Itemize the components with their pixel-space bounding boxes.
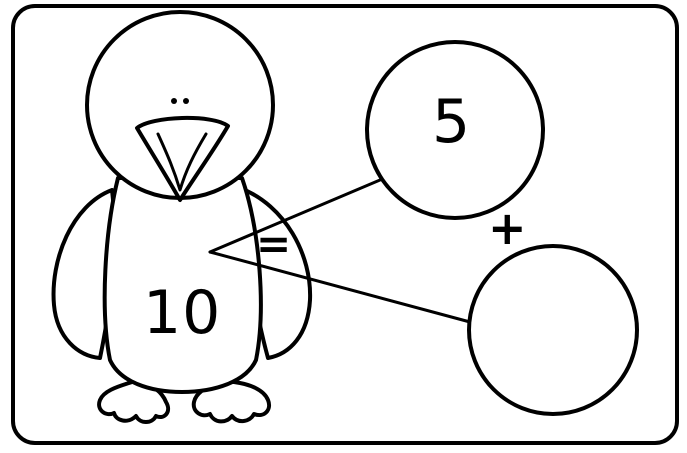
total-number: 10 [143,283,221,343]
penguin-illustration [54,12,311,422]
penguin-eye-right [183,98,189,104]
equals-sign: = [256,223,291,265]
given-part-number: 5 [432,92,470,152]
penguin-eye-left [171,98,177,104]
part-circle-bottom [469,246,637,414]
plus-sign: + [488,205,527,251]
